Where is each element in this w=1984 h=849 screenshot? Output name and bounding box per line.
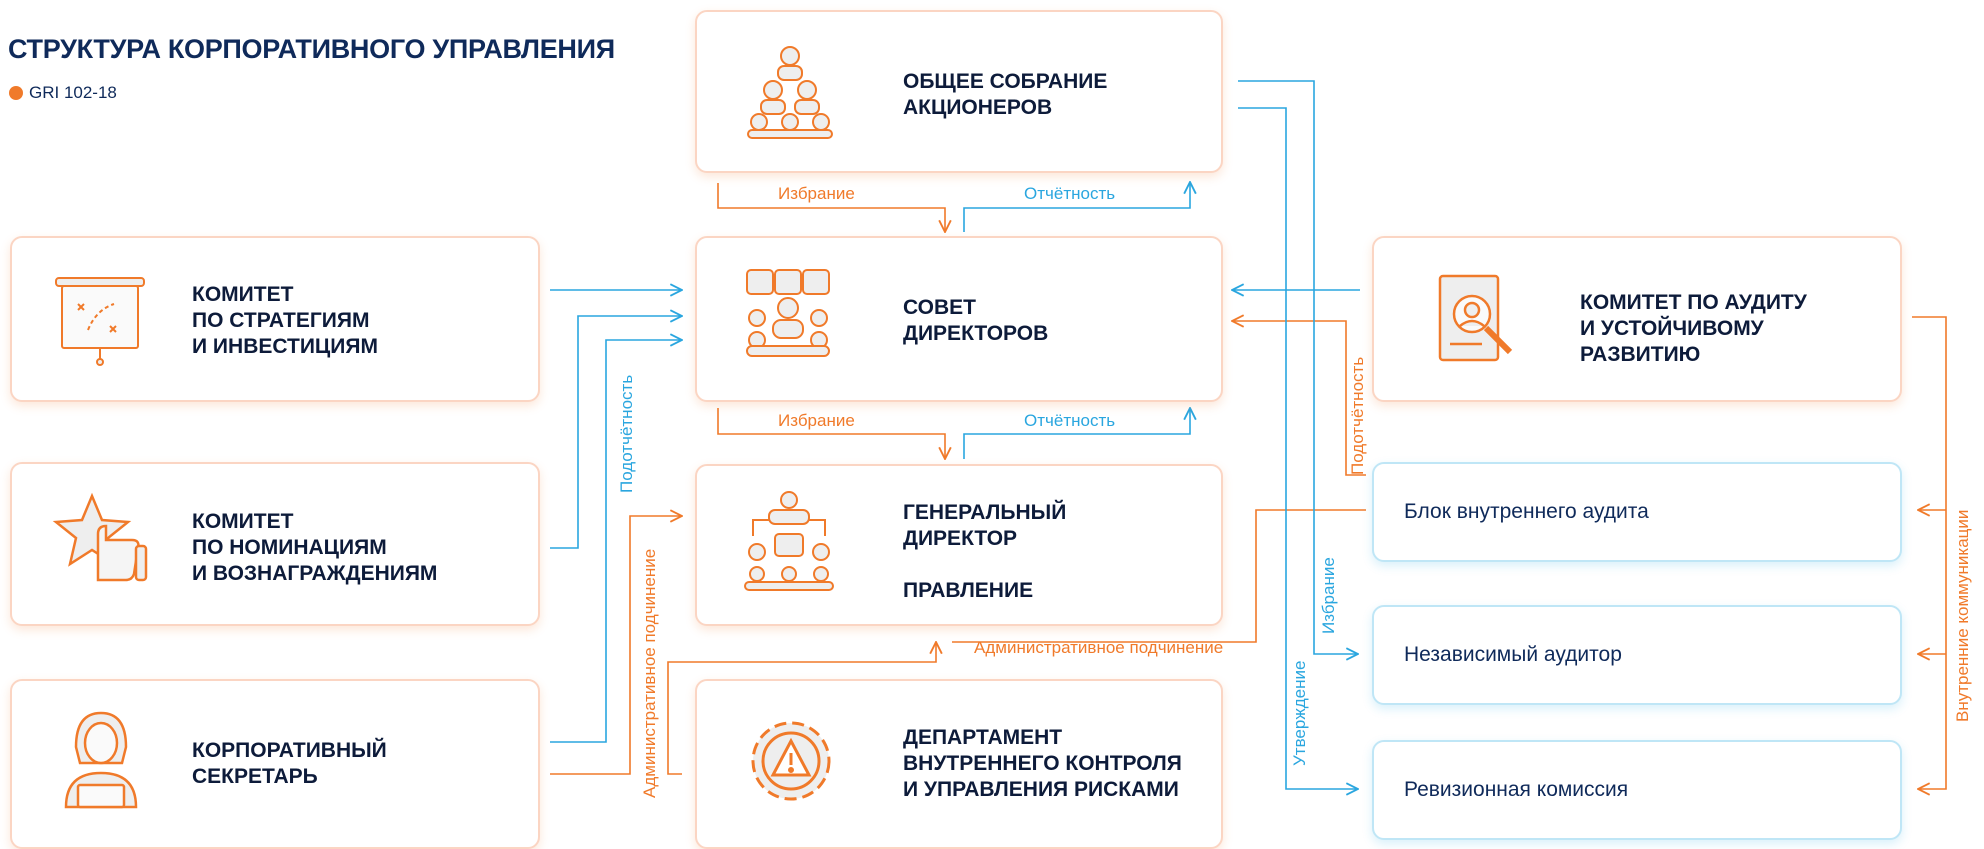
- accountability-label-left: Подотчётность: [617, 374, 636, 493]
- document-magnifier-icon: [1438, 274, 1513, 362]
- internal-audit-box: Блок внутреннего аудита: [1372, 462, 1902, 562]
- risk-department-box: Департаментвнутреннего контроляи управле…: [695, 679, 1223, 849]
- admin-subordination-label-horizontal: Административное подчинение: [974, 638, 1224, 657]
- page-title: СТРУКТУРА КОРПОРАТИВНОГО УПРАВЛЕНИЯ: [8, 34, 615, 64]
- election-label-vertical: Избрание: [1319, 557, 1338, 634]
- hierarchy-icon: [744, 491, 834, 591]
- gri-reference: GRI 102-18: [9, 83, 117, 103]
- board-meeting-icon: [746, 269, 830, 357]
- shareholders-box: Общее собраниеакционеров: [695, 10, 1223, 173]
- ceo-box: Генеральныйдиректор Правление: [695, 464, 1223, 626]
- strategy-committee-label: Комитетпо стратегиями инвестициям: [192, 283, 378, 358]
- star-thumb-icon: [52, 492, 148, 582]
- strategy-board-icon: [55, 277, 145, 366]
- audit-committee-box: Комитет по аудитуи устойчивомуразвитию: [1372, 236, 1902, 402]
- strategy-committee-box: Комитетпо стратегиями инвестициям: [10, 236, 540, 402]
- shareholders-label: Общее собраниеакционеров: [903, 70, 1108, 119]
- admin-subordination-label-vertical: Административное подчинение: [640, 548, 659, 798]
- people-pyramid-icon: [747, 46, 833, 139]
- internal-communications-label: Внутренние коммуникации: [1953, 509, 1972, 722]
- board-box: Советдиректоров: [695, 236, 1223, 402]
- risk-department-label: Департаментвнутреннего контроляи управле…: [903, 726, 1182, 801]
- revision-commission-box: Ревизионная комиссия: [1372, 740, 1902, 840]
- reporting-label-2: Отчётность: [1024, 411, 1116, 430]
- audit-committee-label: Комитет по аудитуи устойчивомуразвитию: [1580, 291, 1807, 366]
- revision-commission-label: Ревизионная комиссия: [1404, 778, 1629, 801]
- reporting-label-1: Отчётность: [1024, 184, 1116, 203]
- corporate-secretary-box: Корпоративныйсекретарь: [10, 679, 540, 849]
- gear-warning-icon: [751, 721, 831, 801]
- corporate-secretary-label: Корпоративныйсекретарь: [192, 739, 387, 788]
- person-laptop-icon: [64, 711, 138, 809]
- internal-audit-label: Блок внутреннего аудита: [1404, 500, 1649, 523]
- approval-label-vertical: Утверждение: [1290, 660, 1309, 766]
- gri-label: GRI 102-18: [29, 83, 117, 102]
- election-label-1: Избрание: [778, 184, 855, 203]
- independent-auditor-box: Независимый аудитор: [1372, 605, 1902, 705]
- nominations-committee-box: Комитетпо номинациями вознаграждениям: [10, 462, 540, 626]
- board-label: Советдиректоров: [903, 296, 1049, 345]
- election-label-2: Избрание: [778, 411, 855, 430]
- nominations-committee-label: Комитетпо номинациями вознаграждениям: [192, 510, 438, 585]
- independent-auditor-label: Независимый аудитор: [1404, 643, 1622, 666]
- accountability-label-right: Подотчётность: [1348, 356, 1367, 475]
- orange-dot-icon: [9, 86, 23, 100]
- ceo-label: Генеральныйдиректор Правление: [903, 501, 1067, 602]
